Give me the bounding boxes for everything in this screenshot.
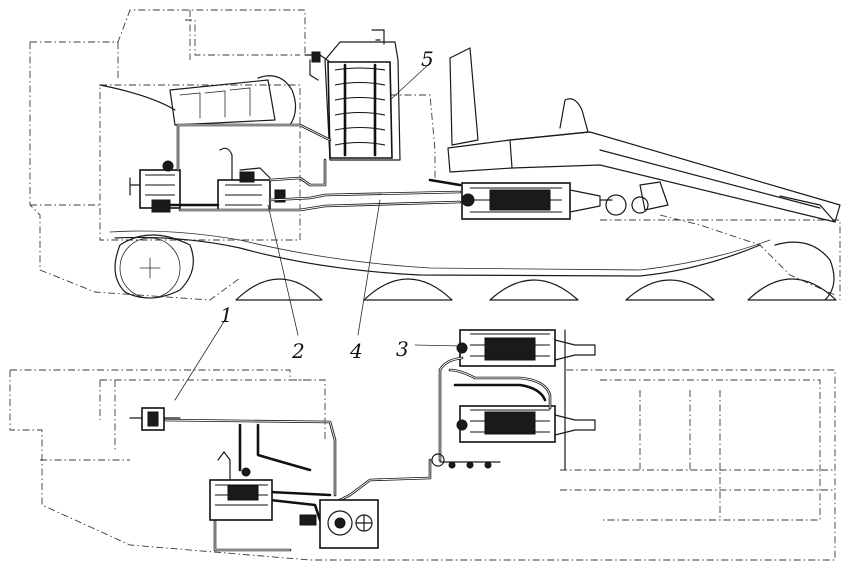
cab-outline — [185, 10, 300, 60]
road-wheel-2 — [363, 278, 453, 301]
track-upper-run — [114, 236, 761, 277]
hydraulic-lines-side — [168, 123, 462, 212]
seat — [447, 47, 589, 173]
road-wheel-5 — [747, 278, 837, 301]
road-wheel-4 — [625, 279, 715, 301]
rear-body-outline — [390, 94, 841, 300]
callout-3: 3 — [396, 337, 409, 361]
lift-cylinders — [456, 329, 596, 471]
side-elevation-view — [29, 9, 841, 336]
drive-sprocket — [114, 234, 194, 299]
callout-1: 1 — [220, 303, 233, 327]
filter-unit-plan — [129, 407, 181, 431]
engine-compartment-outline — [99, 84, 301, 241]
road-wheel-1 — [235, 278, 323, 301]
leader-2 — [267, 204, 299, 336]
hydraulic-cylinder-side — [461, 182, 613, 220]
leader-5 — [389, 64, 429, 101]
callout-5: 5 — [421, 47, 434, 71]
callout-labels: 5 2 4 3 1 — [220, 47, 434, 363]
vehicle-body-outline — [29, 9, 321, 301]
leader-4 — [357, 199, 381, 336]
callout-4: 4 — [349, 339, 363, 363]
leader-3 — [414, 344, 463, 347]
engine-block — [99, 75, 297, 126]
road-wheels — [114, 234, 837, 301]
idler-wheel — [774, 241, 835, 301]
pump-block-plan — [299, 499, 379, 549]
callout-2: 2 — [291, 339, 305, 363]
plan-frame-outline — [9, 369, 836, 561]
hydraulic-reservoir — [304, 29, 401, 161]
hydraulic-lines-plan — [158, 356, 552, 552]
plan-view — [9, 319, 836, 561]
boom-arm — [509, 131, 841, 223]
valve-block-plan — [209, 451, 273, 521]
leader-1 — [174, 319, 226, 401]
control-valve — [217, 147, 286, 211]
pump-assembly — [129, 160, 181, 213]
road-wheel-3 — [489, 279, 579, 301]
